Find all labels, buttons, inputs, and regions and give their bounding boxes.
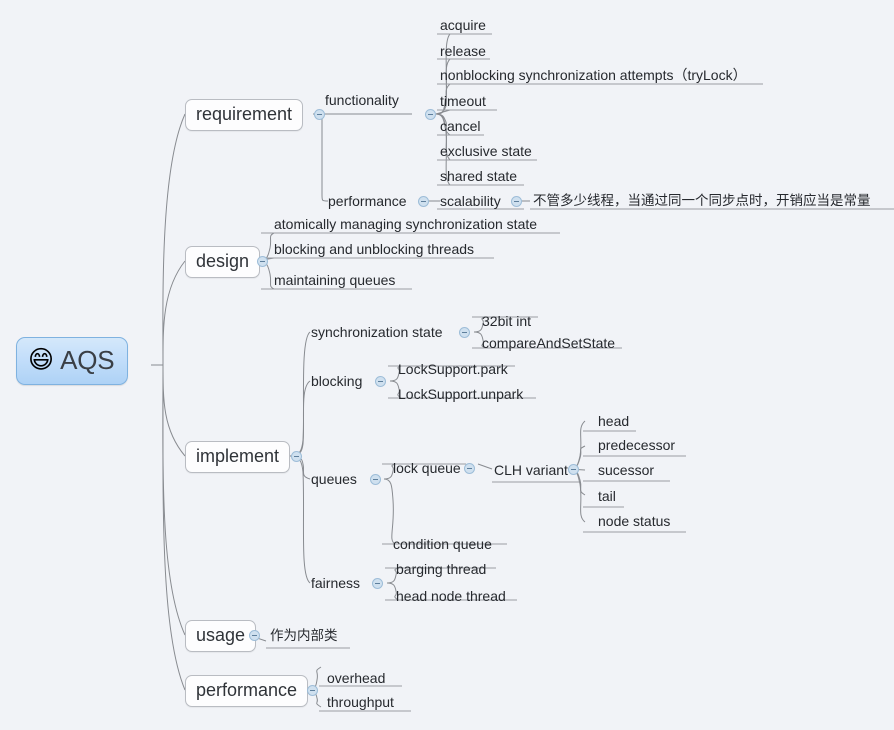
toggle-performance-branch[interactable] [307, 685, 318, 696]
leaf-exclusive-state[interactable]: exclusive state [440, 143, 532, 159]
wire-root-performance [162, 364, 186, 691]
wire-func-timeout [435, 109, 451, 115]
leaf-predecessor[interactable]: predecessor [598, 437, 676, 453]
leaf-acquire[interactable]: acquire [440, 17, 486, 33]
toggle-design[interactable] [257, 256, 268, 267]
branch-node-performance[interactable]: performance [185, 675, 309, 707]
toggle-queues[interactable] [370, 474, 381, 485]
grinning-squinting-face-emoji: 😄 [28, 346, 55, 374]
node-queues[interactable]: queues [311, 471, 357, 487]
leaf-node-status[interactable]: node status [598, 513, 671, 529]
leaf-throughput[interactable]: throughput [327, 694, 394, 710]
node-lock-queue[interactable]: lock queue [393, 460, 461, 476]
node-functionality[interactable]: functionality [325, 92, 399, 108]
branch-node-requirement[interactable]: requirement [185, 99, 304, 131]
toggle-fairness[interactable] [372, 578, 383, 589]
branch-node-implement[interactable]: implement [185, 441, 291, 473]
node-scalability[interactable]: scalability [440, 193, 501, 209]
leaf-32bit-int[interactable]: 32bit int [482, 313, 532, 329]
node-blocking[interactable]: blocking [311, 373, 363, 389]
leaf-shared-state[interactable]: shared state [440, 168, 518, 184]
toggle-requirement[interactable] [314, 109, 325, 120]
toggle-performance-requirement[interactable] [418, 196, 429, 207]
root-label: AQS [60, 345, 115, 375]
leaf-sucessor[interactable]: sucessor [598, 462, 655, 478]
node-clh-variant[interactable]: CLH variant [494, 462, 568, 478]
leaf-barging-thread[interactable]: barging thread [396, 561, 487, 577]
wire-root-design [162, 260, 186, 366]
leaf-blocking-unblocking-threads[interactable]: blocking and unblocking threads [274, 241, 475, 257]
leaf-nonblocking-attempts[interactable]: nonblocking synchronization attempts（try… [440, 67, 747, 83]
leaf-head-node-thread[interactable]: head node thread [396, 588, 506, 604]
toggle-scalability[interactable] [511, 196, 522, 207]
wire-root-usage [162, 364, 186, 636]
leaf-cancel[interactable]: cancel [440, 118, 481, 134]
toggle-usage[interactable] [249, 630, 260, 641]
leaf-scalability-note[interactable]: 不管多少线程，当通过同一个同步点时，开销应当是常量 [533, 193, 871, 209]
leaf-inner-class[interactable]: 作为内部类 [270, 628, 338, 644]
node-synchronization-state[interactable]: synchronization state [311, 324, 443, 340]
leaf-timeout[interactable]: timeout [440, 93, 486, 109]
wire-clh-head [567, 420, 586, 470]
leaf-locksupport-unpark[interactable]: LockSupport.unpark [398, 386, 524, 402]
wire-root-implement [162, 364, 186, 457]
toggle-implement[interactable] [291, 451, 302, 462]
node-fairness[interactable]: fairness [311, 575, 361, 591]
leaf-overhead[interactable]: overhead [327, 670, 386, 686]
wire-root-requirement [162, 113, 186, 366]
leaf-head[interactable]: head [598, 413, 630, 429]
wire-implement-syncstate [289, 331, 311, 457]
leaf-atomically-managing-state[interactable]: atomically managing synchronization stat… [274, 216, 538, 232]
wire-implement-blocking [289, 380, 311, 457]
leaf-condition-queue[interactable]: condition queue [393, 536, 492, 552]
branch-node-design[interactable]: design [185, 246, 261, 278]
toggle-functionality[interactable] [425, 109, 436, 120]
wire-queues-condition [383, 478, 396, 545]
leaf-release[interactable]: release [440, 43, 486, 59]
toggle-clh-variant[interactable] [568, 464, 579, 475]
wire-implement-fairness [289, 455, 311, 584]
toggle-synchronization-state[interactable] [459, 327, 470, 338]
leaf-tail[interactable]: tail [598, 488, 616, 504]
leaf-maintaining-queues[interactable]: maintaining queues [274, 272, 396, 288]
leaf-compare-and-set-state[interactable]: compareAndSetState [482, 335, 616, 351]
toggle-lock-queue[interactable] [464, 463, 475, 474]
leaf-locksupport-park[interactable]: LockSupport.park [398, 361, 508, 377]
wire-clh-nodestatus [567, 468, 586, 523]
branch-node-usage[interactable]: usage [185, 620, 257, 652]
root-node[interactable]: 😄 AQS [16, 337, 129, 385]
wire-requirement-performance [313, 113, 329, 202]
toggle-blocking[interactable] [375, 376, 386, 387]
wire-lockqueue-clh [477, 463, 493, 470]
node-performance-requirement[interactable]: performance [328, 193, 407, 209]
